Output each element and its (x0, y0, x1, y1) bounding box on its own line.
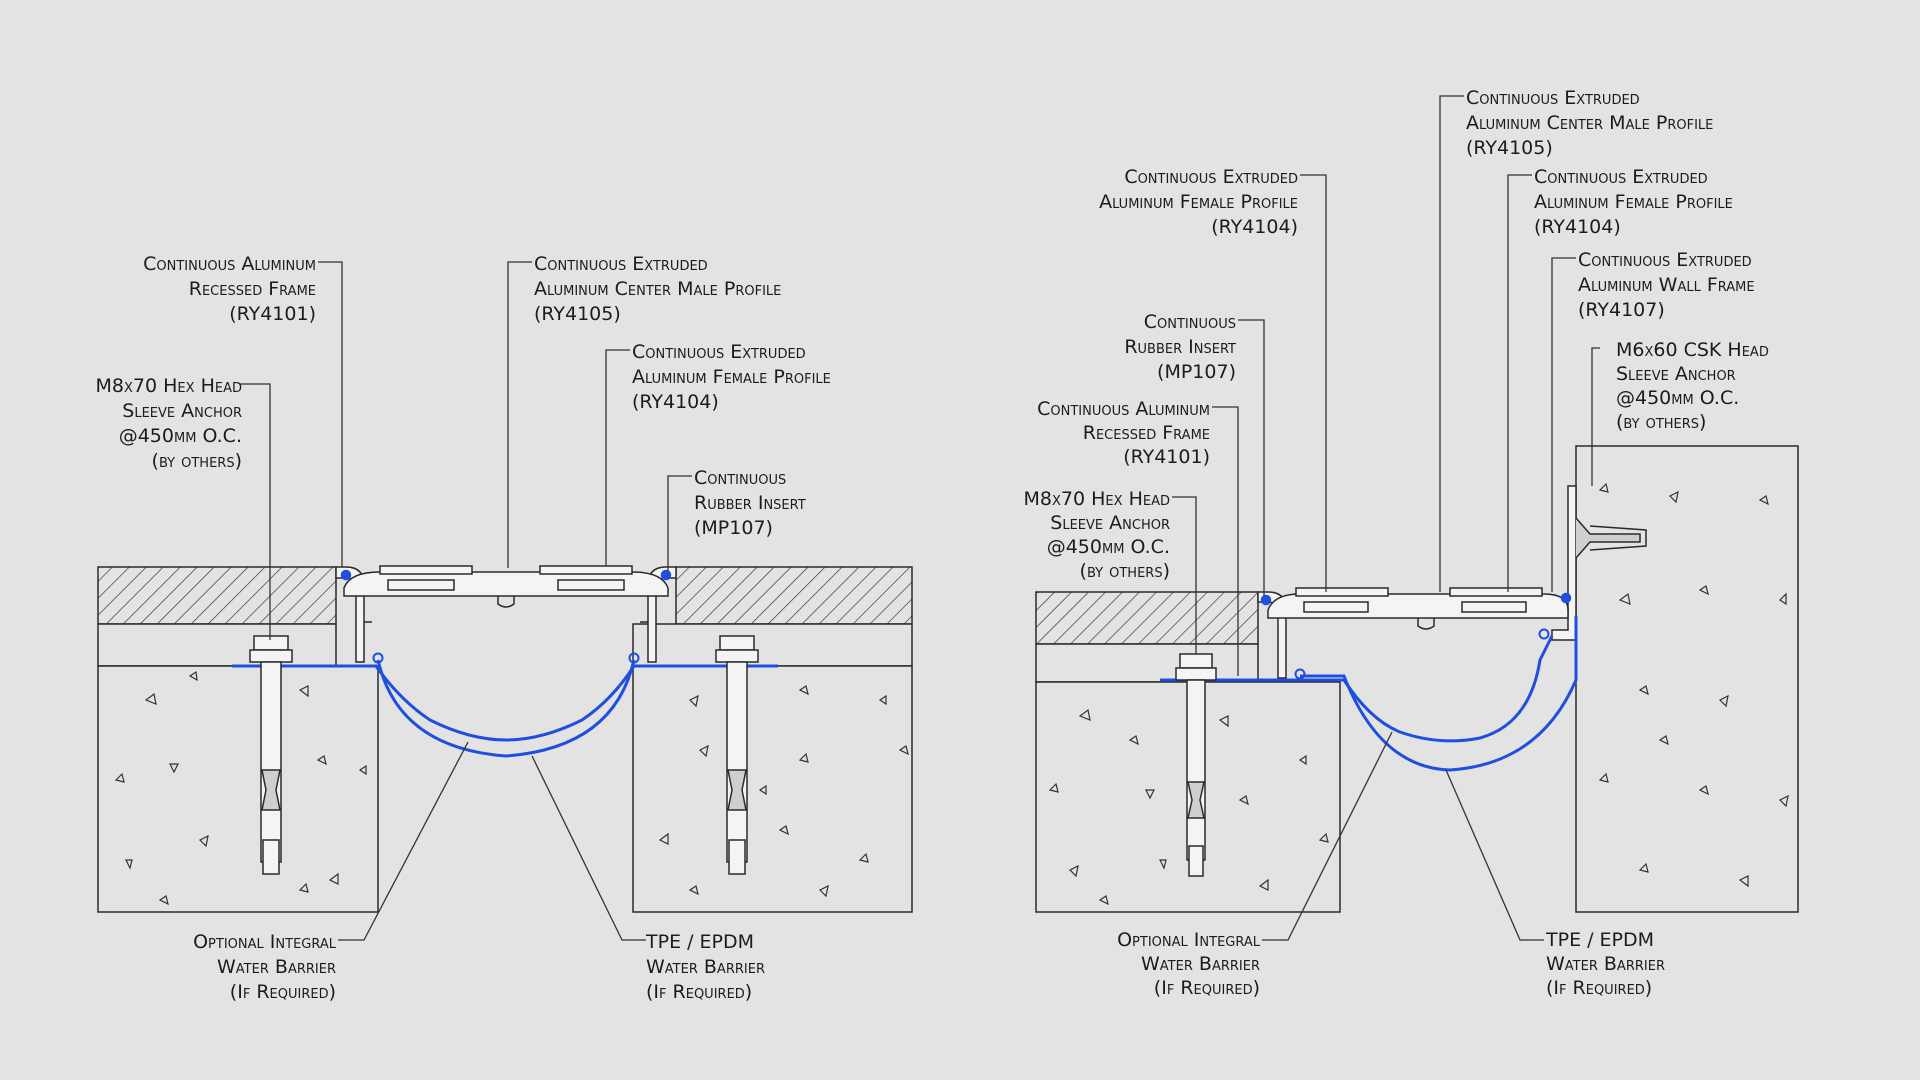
right-optional-water-barrier (1160, 635, 1554, 743)
right-concrete-slab (632, 665, 913, 913)
right-aggregate-marks (1048, 482, 1789, 906)
right-screed-hatch (675, 566, 913, 625)
callout-text: (If Required) (1546, 977, 1652, 999)
left-bedding (97, 623, 337, 667)
callout-text: (by others) (1080, 560, 1170, 582)
label-right-optional-barrier: Optional Integral Water Barrier (If Requ… (1117, 929, 1261, 999)
callout-text: Sleeve Anchor (1050, 512, 1170, 534)
callout-text: Water Barrier (217, 956, 336, 978)
callout-text: Optional Integral (1117, 929, 1261, 951)
callout-text: (RY4104) (1211, 216, 1298, 238)
callout-text: Continuous Extruded (1534, 166, 1708, 188)
label-right-tpe-barrier: TPE / EPDM Water Barrier (If Required) (1545, 929, 1665, 999)
callout-text: Water Barrier (1141, 953, 1260, 975)
label-right-female-profile-right: Continuous Extruded Aluminum Female Prof… (1534, 166, 1733, 238)
callout-text: Continuous Extruded (534, 253, 708, 275)
right-hex-anchor (715, 635, 759, 875)
right-center-plate (1267, 593, 1569, 619)
floor-screed-hatch (1035, 591, 1259, 645)
label-left-hex-anchor: M8x70 Hex Head Sleeve Anchor @450mm O.C.… (96, 375, 242, 472)
callout-text: (RY4105) (534, 303, 621, 325)
callout-text: (RY4101) (229, 303, 316, 325)
callout-text: Aluminum Female Profile (1099, 191, 1298, 213)
callout-text: Rubber Insert (694, 492, 806, 514)
callout-text: (If Required) (646, 981, 752, 1003)
callout-text: Sleeve Anchor (1616, 363, 1736, 385)
right-bedding (632, 623, 913, 667)
left-hex-anchor (249, 635, 293, 875)
label-right-center-male: Continuous Extruded Aluminum Center Male… (1466, 87, 1713, 159)
left-floor-joint-detail (97, 565, 913, 913)
callout-text: Aluminum Female Profile (632, 366, 831, 388)
label-right-rubber-insert: Continuous Rubber Insert (MP107) (1124, 311, 1236, 383)
callout-text: Aluminum Female Profile (1534, 191, 1733, 213)
callout-text: (RY4107) (1578, 299, 1665, 321)
callout-text: Rubber Insert (1124, 336, 1236, 358)
callout-text: Continuous Extruded (1466, 87, 1640, 109)
callout-text: (RY4104) (632, 391, 719, 413)
callout-text: (MP107) (694, 517, 773, 539)
label-left-center-male: Continuous Extruded Aluminum Center Male… (534, 253, 781, 325)
callout-text: (RY4104) (1534, 216, 1621, 238)
callout-text: M6x60 CSK Head (1616, 339, 1769, 361)
callout-text: (MP107) (1157, 361, 1236, 383)
callout-text: M8x70 Hex Head (1024, 488, 1170, 510)
label-left-rubber-insert: Continuous Rubber Insert (MP107) (694, 467, 806, 539)
callout-text: Optional Integral (193, 931, 337, 953)
right-wall-joint-detail (1035, 445, 1799, 913)
label-left-tpe-barrier: TPE / EPDM Water Barrier (If Required) (645, 931, 765, 1003)
floor-bedding (1035, 643, 1259, 683)
callout-text: Continuous (1144, 311, 1236, 333)
left-optional-water-barrier (232, 664, 778, 742)
callout-text: (RY4105) (1466, 137, 1553, 159)
callout-text: @450mm O.C. (119, 425, 242, 447)
left-tpe-water-barrier (376, 659, 636, 758)
label-left-recessed-frame: Continuous Aluminum Recessed Frame (RY41… (143, 253, 316, 325)
callout-text: TPE / EPDM (645, 931, 754, 953)
label-right-hex-anchor: M8x70 Hex Head Sleeve Anchor @450mm O.C.… (1024, 488, 1170, 582)
leader-lines (240, 95, 1600, 941)
callout-text: Continuous Extruded (1124, 166, 1298, 188)
left-screed-hatch (97, 566, 337, 625)
callout-text: Water Barrier (1546, 953, 1665, 975)
callout-text: Recessed Frame (189, 278, 316, 300)
label-right-recessed-frame: Continuous Aluminum Recessed Frame (RY41… (1037, 398, 1210, 468)
callout-text: Aluminum Center Male Profile (534, 278, 781, 300)
callout-text: Water Barrier (646, 956, 765, 978)
callout-text: Sleeve Anchor (122, 400, 242, 422)
wall-csk-anchor (1575, 517, 1647, 559)
callout-text: M8x70 Hex Head (96, 375, 242, 397)
callout-text: @450mm O.C. (1616, 387, 1739, 409)
label-right-female-profile-left: Continuous Extruded Aluminum Female Prof… (1099, 166, 1298, 238)
callout-text: @450mm O.C. (1047, 536, 1170, 558)
floor-hex-anchor (1175, 653, 1217, 877)
callout-text: (by others) (1616, 411, 1706, 433)
callout-text: Continuous Aluminum (1037, 398, 1210, 420)
callout-text: TPE / EPDM (1545, 929, 1654, 951)
label-right-csk-anchor: M6x60 CSK Head Sleeve Anchor @450mm O.C.… (1616, 339, 1769, 433)
callout-text: (If Required) (1154, 977, 1260, 999)
callout-text: Aluminum Center Male Profile (1466, 112, 1713, 134)
callout-text: Continuous (694, 467, 786, 489)
callout-text: Continuous Aluminum (143, 253, 316, 275)
label-left-optional-barrier: Optional Integral Water Barrier (If Requ… (193, 931, 337, 1003)
wall-concrete (1575, 445, 1799, 913)
callout-text: (If Required) (230, 981, 336, 1003)
callout-text: Recessed Frame (1083, 422, 1210, 444)
right-tpe-water-barrier (1300, 616, 1578, 772)
callout-text: (RY4101) (1123, 446, 1210, 468)
callout-text: Aluminum Wall Frame (1578, 274, 1755, 296)
callout-text: Continuous Extruded (632, 341, 806, 363)
left-aggregate-marks (114, 670, 909, 906)
left-center-plate (343, 571, 669, 597)
callout-text: (by others) (152, 450, 242, 472)
left-concrete-slab (97, 665, 379, 913)
label-left-female-profile: Continuous Extruded Aluminum Female Prof… (632, 341, 831, 413)
callout-text: Continuous Extruded (1578, 249, 1752, 271)
label-right-wall-frame: Continuous Extruded Aluminum Wall Frame … (1578, 249, 1755, 321)
